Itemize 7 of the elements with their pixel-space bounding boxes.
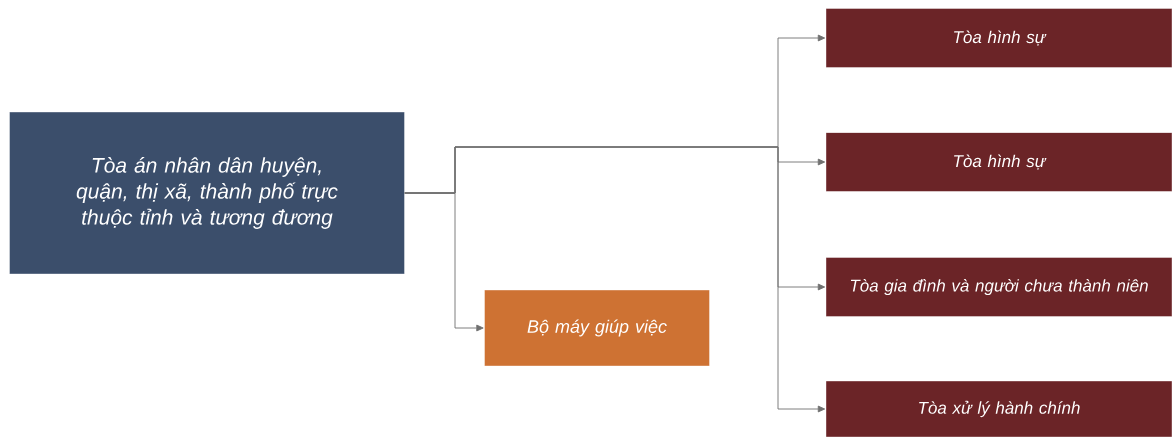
support-box: Bộ máy giúp việc [484,289,710,367]
division-box: Tòa hình sự [825,132,1172,192]
arrow [404,146,826,413]
division-box: Tòa xử lý hành chính [825,380,1172,437]
court-box: Tòa án nhân dân huyện, quận, thị xã, thành phố trực thuộc tỉnh và tương đương [9,111,405,275]
division-box: Tòa hình sự [825,8,1172,68]
division-box: Tòa gia đình và người chưa thành niên [825,257,1172,317]
